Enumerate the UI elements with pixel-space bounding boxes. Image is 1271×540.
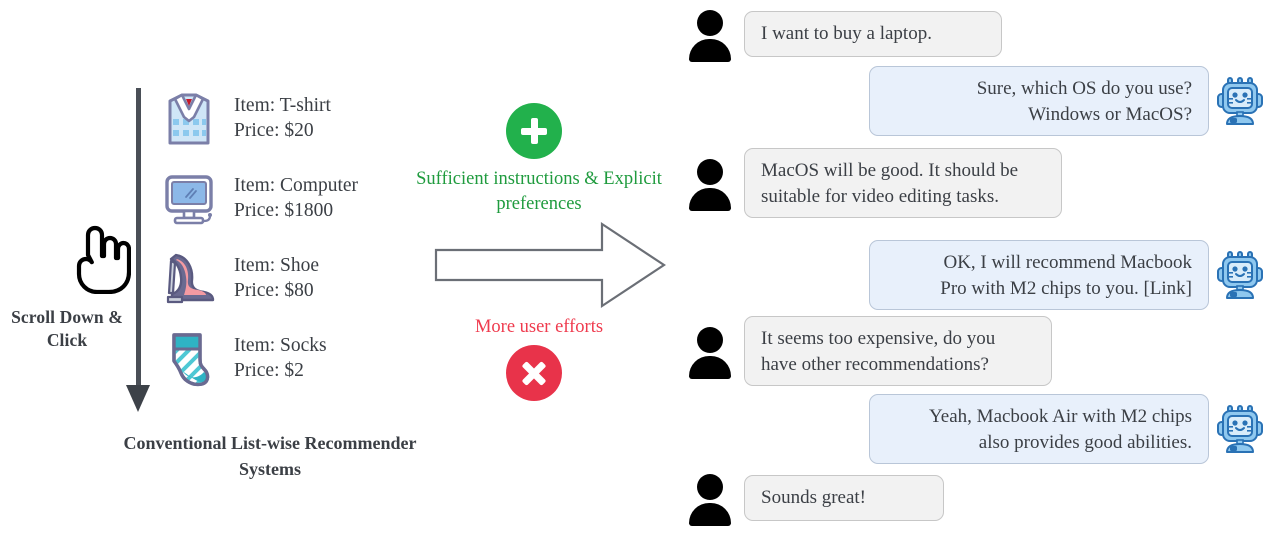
chat-bubble[interactable]: Yeah, Macbook Air with M2 chips also pro…: [869, 394, 1209, 464]
item-name: Item: Computer: [234, 175, 359, 196]
sock-icon: [160, 327, 218, 389]
chat-bubble[interactable]: I want to buy a laptop.: [744, 11, 1002, 57]
item-price: Price: $2: [234, 360, 304, 381]
item-label: Item: Shoe Price: $80: [234, 253, 319, 303]
chat-bubble[interactable]: Sounds great!: [744, 475, 944, 521]
transition-panel: Sufficient instructions & Explicit prefe…: [408, 0, 670, 540]
conventional-recommender-panel: Scroll Down & Click: [0, 0, 430, 540]
cross-glyph: [519, 358, 549, 388]
robot-avatar-icon: [1217, 405, 1263, 453]
pointing-hand-cursor-icon: [69, 222, 132, 295]
conversational-recommender-panel: I want to buy a laptop. Sure, which OS d…: [670, 0, 1271, 540]
item-label: Item: Socks Price: $2: [234, 333, 327, 383]
item-name: Item: Socks: [234, 335, 327, 356]
chat-message-bot: Yeah, Macbook Air with M2 chips also pro…: [869, 394, 1263, 464]
list-item[interactable]: Item: Shoe Price: $80: [160, 238, 420, 318]
shoe-icon: [160, 247, 218, 309]
item-price: Price: $1800: [234, 200, 334, 221]
down-arrow-icon: [126, 385, 150, 412]
panel-caption: Conventional List-wise Recommender Syste…: [123, 433, 417, 479]
negative-note: More user efforts: [474, 317, 604, 337]
user-avatar-icon: [686, 472, 734, 526]
plus-glyph: [519, 116, 549, 146]
item-label: Item: Computer Price: $1800: [234, 173, 358, 223]
item-label: Item: T-shirt Price: $20: [234, 93, 331, 143]
item-price: Price: $80: [234, 280, 314, 301]
chat-message-user: Sounds great!: [686, 472, 944, 526]
scroll-axis-line: [136, 88, 141, 388]
positive-note: Sufficient instructions & Explicit prefe…: [416, 169, 662, 214]
chat-bubble[interactable]: Sure, which OS do you use? Windows or Ma…: [869, 66, 1209, 136]
robot-avatar-icon: [1217, 77, 1263, 125]
list-item[interactable]: Item: T-shirt Price: $20: [160, 78, 420, 158]
plus-circle-icon: [506, 103, 562, 159]
chat-message-bot: Sure, which OS do you use? Windows or Ma…: [869, 66, 1263, 136]
user-avatar-icon: [686, 325, 734, 379]
chat-bubble[interactable]: MacOS will be good. It should be suitabl…: [744, 148, 1062, 218]
item-name: Item: T-shirt: [234, 95, 331, 116]
chat-message-user: It seems too expensive, do you have othe…: [686, 316, 1052, 386]
item-list: Item: T-shirt Price: $20: [160, 78, 420, 398]
cross-circle-icon: [506, 345, 562, 401]
user-avatar-icon: [686, 157, 734, 211]
item-price: Price: $20: [234, 120, 314, 141]
tshirt-icon: [160, 87, 218, 149]
list-item[interactable]: Item: Computer Price: $1800: [160, 158, 420, 238]
user-avatar-icon: [686, 8, 734, 62]
scroll-down-click-label: Scroll Down & Click: [11, 307, 123, 350]
right-block-arrow-icon: [434, 220, 666, 310]
robot-avatar-icon: [1217, 251, 1263, 299]
chat-bubble[interactable]: It seems too expensive, do you have othe…: [744, 316, 1052, 386]
chat-message-user: I want to buy a laptop.: [686, 8, 1002, 62]
list-item[interactable]: Item: Socks Price: $2: [160, 318, 420, 398]
computer-icon: [160, 167, 218, 229]
chat-message-user: MacOS will be good. It should be suitabl…: [686, 148, 1062, 218]
chat-bubble[interactable]: OK, I will recommend Macbook Pro with M2…: [869, 240, 1209, 310]
item-name: Item: Shoe: [234, 255, 320, 276]
chat-message-bot: OK, I will recommend Macbook Pro with M2…: [869, 240, 1263, 310]
